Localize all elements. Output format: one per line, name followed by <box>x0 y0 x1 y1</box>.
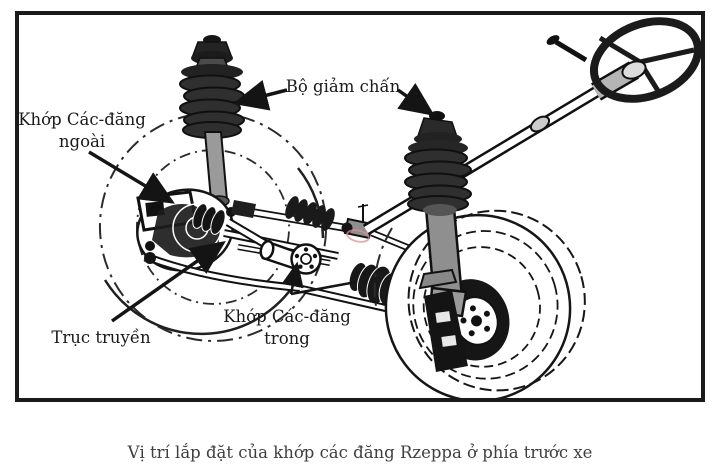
leader-shock-right <box>396 82 435 117</box>
label-outer-cv-line2: ngoài <box>59 132 105 151</box>
brake-caliper-illustration <box>418 268 468 372</box>
label-drive-shaft: Trục truyền <box>51 328 151 347</box>
drive-shaft-illustration <box>225 218 298 270</box>
leader-outer-cv <box>88 150 175 204</box>
highlight-mark <box>346 229 370 243</box>
label-shock-absorber: Bộ giảm chấn <box>286 77 401 96</box>
steering-wheel-illustration <box>589 17 701 103</box>
label-outer-cv-line1: Khớp Các-đăng <box>18 110 146 129</box>
illustration: Khớp Các-đăng ngoài Bộ giảm chấn Trục tr… <box>18 17 701 398</box>
leader-inner-cv-up <box>281 261 304 295</box>
leader-drive-shaft <box>110 240 226 323</box>
leader-shock-left <box>232 79 288 111</box>
right-strut-illustration <box>404 111 472 318</box>
label-inner-cv-line1: Khớp Các-đăng <box>223 307 351 326</box>
leader-inner-cv-right <box>290 280 357 296</box>
label-inner-cv-line2: trong <box>264 329 310 348</box>
figure-caption: Vị trí lắp đặt của khớp các đăng Rzeppa … <box>127 443 593 462</box>
steering-column-illustration <box>362 35 640 236</box>
label-leaders <box>88 79 435 323</box>
